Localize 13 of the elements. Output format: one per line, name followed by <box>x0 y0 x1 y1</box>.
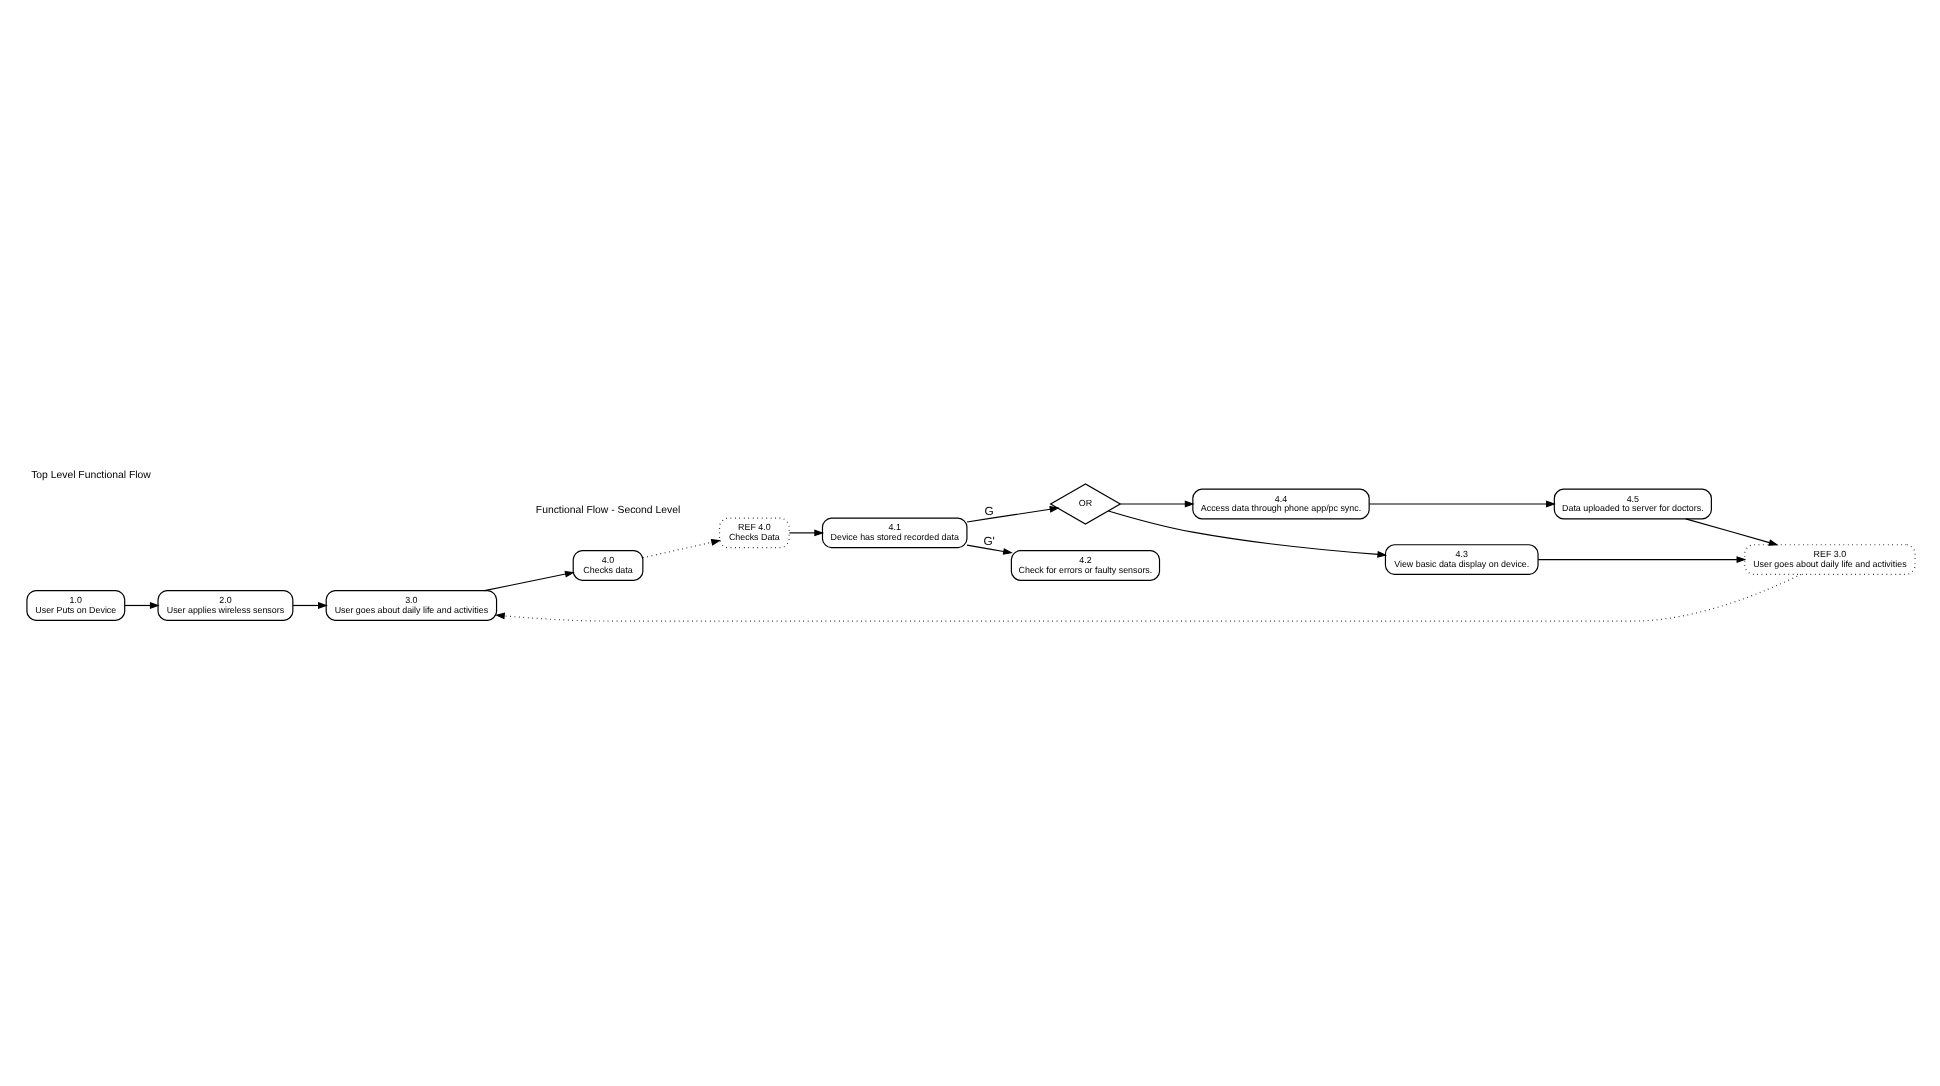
arrow <box>787 528 824 536</box>
arrow <box>1536 555 1746 562</box>
arrow <box>494 572 1801 621</box>
arrow <box>965 504 1059 522</box>
arrow <box>123 601 159 608</box>
arrow <box>1684 517 1778 545</box>
arrow <box>965 543 1012 554</box>
arrow <box>482 569 574 591</box>
arrow <box>291 601 327 608</box>
arrow <box>1367 499 1555 507</box>
arrow <box>1106 509 1387 557</box>
arrow <box>1118 499 1194 507</box>
arrow <box>641 538 721 558</box>
